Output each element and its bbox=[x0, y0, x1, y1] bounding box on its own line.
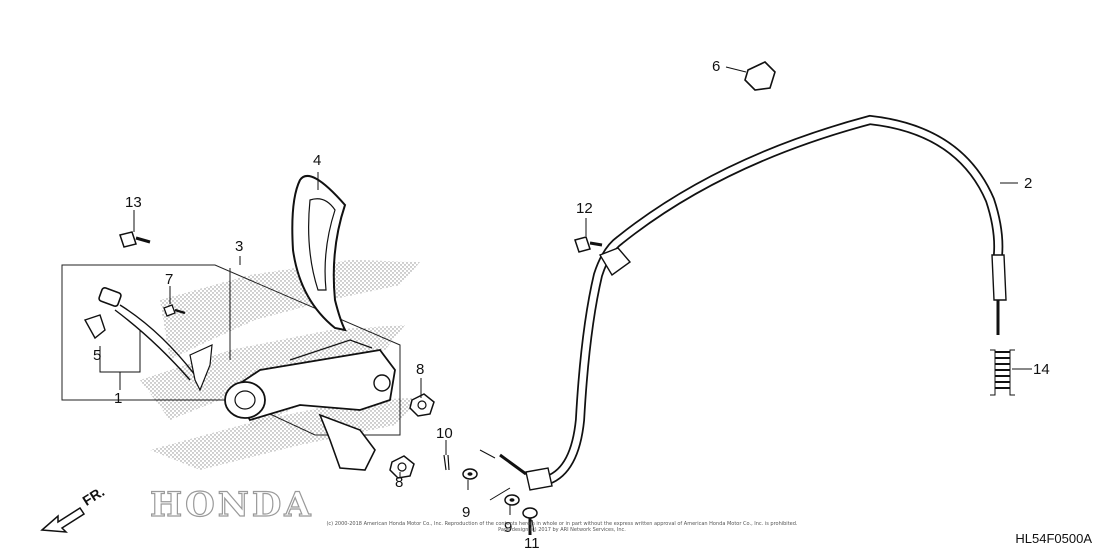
callout-6: 6 bbox=[712, 58, 721, 75]
callout-11: 11 bbox=[524, 535, 540, 552]
bolt-13 bbox=[119, 231, 151, 248]
callout-1: 1 bbox=[114, 390, 123, 407]
copyright-line-2: Page design (c) 2017 by ARI Network Serv… bbox=[498, 527, 626, 533]
pin-11 bbox=[522, 507, 538, 535]
callout-8-lower: 8 bbox=[395, 474, 404, 491]
diagram-code: HL54F0500A bbox=[1015, 531, 1092, 546]
brake-pedal-arm bbox=[224, 339, 396, 471]
washer-9-left bbox=[462, 468, 478, 480]
bolt-7 bbox=[163, 304, 186, 317]
callout-7: 7 bbox=[165, 271, 174, 288]
bolt-12 bbox=[574, 236, 603, 253]
callout-13: 13 bbox=[125, 194, 142, 211]
callout-12: 12 bbox=[576, 200, 593, 217]
clip-6 bbox=[744, 61, 776, 91]
cotter-pin-10 bbox=[443, 454, 450, 471]
copyright-notice: (c) 2000-2018 American Honda Motor Co., … bbox=[312, 521, 812, 533]
callout-14: 14 bbox=[1033, 361, 1050, 378]
honda-text-watermark: HONDA bbox=[150, 485, 314, 525]
brake-switch-assembly bbox=[83, 287, 213, 392]
callout-3: 3 bbox=[235, 238, 244, 255]
nut-8-upper bbox=[409, 393, 435, 417]
callout-5: 5 bbox=[93, 347, 102, 364]
washer-9-right bbox=[504, 494, 520, 506]
spring-14 bbox=[990, 349, 1015, 396]
callout-10: 10 bbox=[436, 425, 453, 442]
callout-9-left: 9 bbox=[462, 504, 471, 521]
brake-cable bbox=[499, 114, 1007, 491]
callout-2: 2 bbox=[1024, 175, 1033, 192]
front-arrow-icon bbox=[40, 506, 86, 533]
pedal-pad bbox=[291, 175, 347, 332]
nut-8-lower bbox=[389, 455, 415, 479]
leader-lines bbox=[99, 66, 1032, 533]
copyright-line-1: (c) 2000-2018 American Honda Motor Co., … bbox=[326, 521, 798, 527]
callout-4: 4 bbox=[313, 152, 322, 169]
callout-8-upper: 8 bbox=[416, 361, 425, 378]
callout-9-right: 9 bbox=[504, 519, 513, 536]
